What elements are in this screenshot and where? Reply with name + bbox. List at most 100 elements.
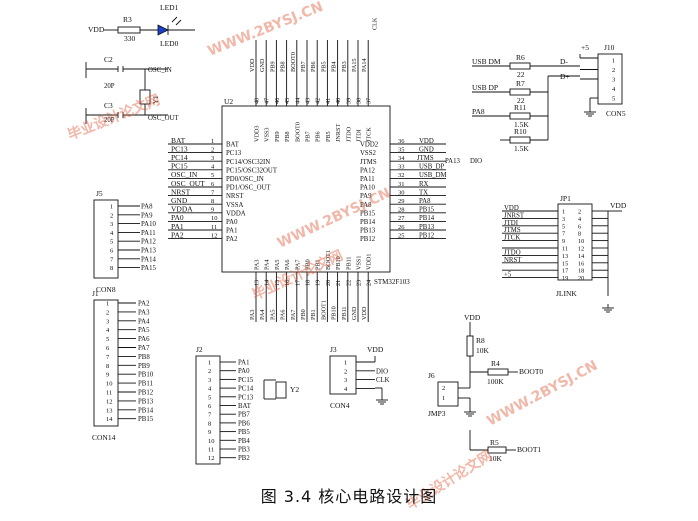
j3-net: DIO bbox=[376, 368, 388, 375]
j1-pin-number: 7 bbox=[106, 354, 110, 361]
mcu-left-net: VDDA bbox=[171, 205, 193, 214]
mcu-right-pin-number: 35 bbox=[398, 146, 405, 153]
mcu-left-pin-number: 4 bbox=[211, 164, 215, 171]
mcu-left-pin-name: NRST bbox=[226, 193, 244, 200]
j2-net: PC14 bbox=[238, 386, 254, 393]
mcu-left-pin-name: PC14/OSC32IN bbox=[226, 159, 270, 166]
led1-ref: LED1 bbox=[160, 3, 179, 12]
mcu-right-pin-name: PA9 bbox=[360, 193, 372, 200]
mcu-left-net: OSC_IN bbox=[171, 170, 198, 179]
boot-vdd-label: VDD bbox=[464, 313, 481, 322]
mcu-right-net: TX bbox=[419, 189, 428, 196]
j1-net: PB8 bbox=[138, 354, 150, 361]
jlink-pin-number-left: 15 bbox=[562, 260, 568, 267]
mcu-left-pin-name: PA1 bbox=[226, 228, 237, 235]
mcu-top-net: PB3 bbox=[341, 61, 348, 72]
mcu-right-net: USB_DP bbox=[419, 164, 445, 171]
usb-plus5-label: +5 bbox=[581, 43, 589, 52]
jlink-connector bbox=[557, 203, 593, 281]
mcu-top-pin-name: PB9 bbox=[274, 131, 281, 142]
r8-value: 10K bbox=[476, 346, 490, 355]
boot1-net-label: BOOT1 bbox=[517, 445, 541, 454]
mcu-left-net: PC15 bbox=[171, 162, 188, 171]
j3-net: CLK bbox=[376, 377, 390, 384]
clk-net-label: CLK bbox=[371, 17, 378, 30]
j5-net: PA8 bbox=[141, 204, 153, 211]
jlink-left-net: JTDO bbox=[504, 249, 521, 256]
j6-ref: J6 bbox=[428, 371, 435, 380]
j2-pin-number: 11 bbox=[208, 447, 214, 454]
jmp3-label: JMP3 bbox=[428, 409, 446, 418]
mcu-right-net: PA8 bbox=[419, 198, 431, 205]
jlink-vdd-label: VDD bbox=[610, 201, 627, 210]
mcu-top-pin-number: 45 bbox=[284, 98, 291, 104]
r5-resistor bbox=[487, 446, 507, 454]
led-vdd-label: VDD bbox=[88, 25, 105, 34]
mcu-right-pin-number: 27 bbox=[398, 215, 405, 222]
r7-resistor bbox=[509, 88, 531, 96]
y2-crystal bbox=[275, 381, 287, 399]
j5-pin-number: 1 bbox=[110, 204, 113, 211]
j1-net: PB11 bbox=[138, 381, 153, 388]
jlink-left-net: JTDI bbox=[504, 220, 519, 227]
mcu-left-pin-number: 10 bbox=[211, 215, 218, 222]
j1-pin-number: 3 bbox=[106, 318, 109, 325]
mcu-left-pin-name: PC15/OSC32OUT bbox=[226, 167, 278, 174]
mcu-top-pin-number: 47 bbox=[264, 98, 271, 104]
y2-ref: Y2 bbox=[290, 385, 299, 394]
j1-ref: J1 bbox=[92, 289, 99, 298]
j5-net: PA15 bbox=[141, 265, 156, 272]
j10-pin-number: 4 bbox=[612, 86, 616, 93]
mcu-bottom-net: PA4 bbox=[259, 310, 266, 320]
j1-pin-number: 10 bbox=[106, 381, 113, 388]
jlink-ref: JP1 bbox=[560, 194, 571, 203]
j2-pin-number: 6 bbox=[208, 403, 212, 410]
r11-resistor bbox=[509, 112, 531, 120]
j3-pin-number: 4 bbox=[344, 386, 348, 393]
j2-pin-number: 3 bbox=[208, 377, 211, 384]
j1-pin-number: 11 bbox=[106, 390, 112, 397]
d-minus-label: D- bbox=[560, 57, 568, 66]
r11-value: 1.5K bbox=[514, 120, 529, 129]
mcu-right-pin-number: 33 bbox=[398, 164, 405, 171]
mcu-right-net: PB15 bbox=[419, 207, 435, 214]
c3-ref: C3 bbox=[104, 101, 113, 110]
jlink-pin-number-right: 2 bbox=[578, 209, 581, 216]
mcu-left-net: OSC_OUT bbox=[171, 179, 205, 188]
mcu-top-net: VDD bbox=[249, 58, 256, 72]
j1-net: PA7 bbox=[138, 345, 150, 352]
j6-jumper bbox=[437, 381, 459, 407]
mcu-part-label: STM32F103 bbox=[374, 278, 410, 286]
j5-pin-number: 6 bbox=[110, 248, 114, 255]
led-emission-arrow bbox=[171, 16, 178, 23]
jlink-pin-number-left: 13 bbox=[562, 253, 568, 260]
mcu-left-net: PC13 bbox=[171, 144, 188, 153]
j1-pin-number: 14 bbox=[106, 416, 113, 423]
mcu-right-pin-number: 36 bbox=[398, 138, 405, 145]
mcu-left-net: BAT bbox=[171, 136, 186, 145]
mcu-top-pin-number: 37 bbox=[366, 98, 373, 104]
j10-pin-number: 1 bbox=[612, 58, 615, 65]
r10-resistor bbox=[509, 136, 531, 144]
j3-pin-number: 1 bbox=[344, 360, 347, 367]
mcu-top-net: PB5 bbox=[320, 61, 327, 72]
mcu-bottom-net: PB10 bbox=[331, 306, 338, 320]
mcu-right-pin-name: PB15 bbox=[360, 210, 376, 217]
j1-name: CON14 bbox=[92, 433, 116, 442]
j1-connector bbox=[93, 299, 119, 427]
j2-pin-number: 4 bbox=[208, 386, 212, 393]
mcu-right-net: RX bbox=[419, 181, 429, 188]
j2-ref: J2 bbox=[196, 345, 203, 354]
mcu-top-net: PB9 bbox=[269, 61, 276, 72]
jlink-pin-number-right: 14 bbox=[578, 253, 584, 260]
mcu-bottom-net: PB11 bbox=[341, 306, 348, 320]
j2-net: PA1 bbox=[238, 360, 249, 367]
led0-net-label: LED0 bbox=[160, 39, 179, 48]
mcu-right-pin-name: PA10 bbox=[360, 185, 375, 192]
mcu-left-pin-number: 6 bbox=[211, 181, 215, 188]
mcu-left-pin-name: BAT bbox=[226, 142, 240, 149]
mcu-bottom-pin-name: PB1 bbox=[315, 259, 322, 270]
mcu-left-pin-number: 9 bbox=[211, 207, 214, 214]
mcu-right-pin-number: 31 bbox=[398, 181, 405, 188]
mcu-bottom-net: PA6 bbox=[280, 310, 287, 320]
